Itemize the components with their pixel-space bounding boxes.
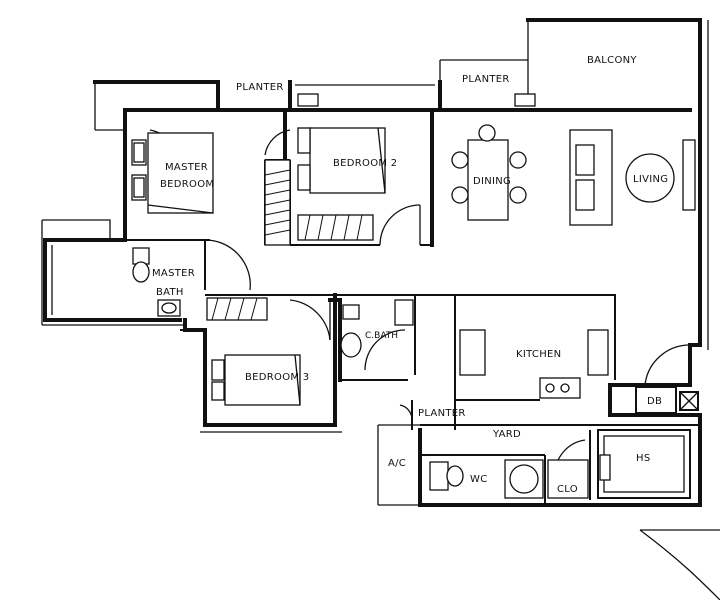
label-master-bath-l2: BATH [156,287,184,298]
label-dining: DINING [473,176,511,187]
label-master-bedroom-l1: MASTER [165,162,208,173]
label-ac: A/C [388,458,406,469]
door-swings [149,129,691,476]
label-clo: CLO [557,484,578,495]
label-planter-3: PLANTER [418,408,466,419]
label-yard: YARD [492,429,521,440]
furniture [131,93,720,600]
label-db: DB [647,396,662,407]
label-planter-2: PLANTER [462,74,510,85]
label-planter-1: PLANTER [236,82,284,93]
label-kitchen: KITCHEN [516,349,561,360]
exterior-walls [41,18,709,507]
label-master-bedroom-l2: BEDROOM [160,179,214,190]
label-common-bath: C.BATH [365,331,398,341]
label-bedroom-3: BEDROOM 3 [245,372,309,383]
label-hs: HS [636,453,650,464]
label-wc: WC [470,474,487,485]
label-balcony: BALCONY [587,55,637,66]
label-master-bath-l1: MASTER [152,268,195,279]
room-labels: PLANTER PLANTER BALCONY MASTER BEDROOM B… [152,55,668,495]
label-living: LIVING [633,174,668,185]
label-bedroom-2: BEDROOM 2 [333,158,397,169]
